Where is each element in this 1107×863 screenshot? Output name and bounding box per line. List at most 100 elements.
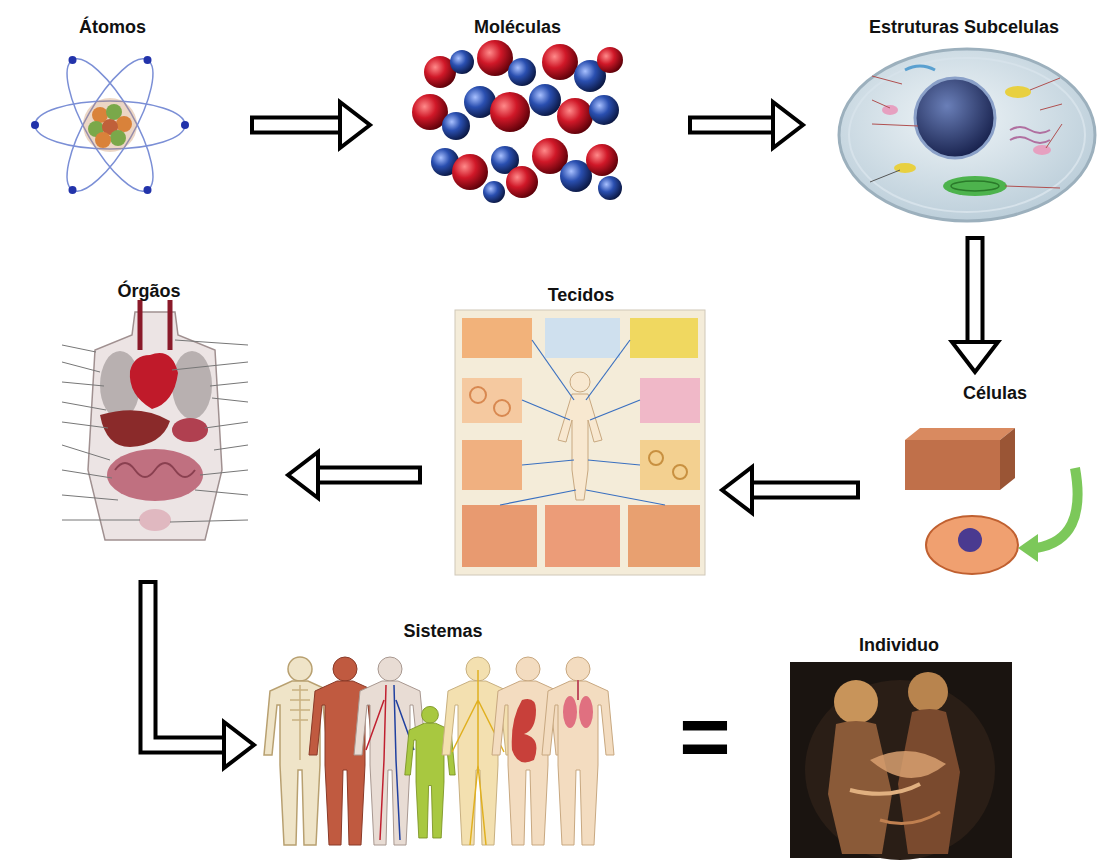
molecules-illustration-part (586, 144, 618, 176)
organs-illustration-part-part (62, 345, 96, 352)
atom-illustration-part (69, 56, 77, 64)
atom-illustration-part (52, 48, 169, 202)
tissues-illustration-part (462, 318, 532, 358)
systems-illustration (264, 657, 614, 845)
organs-illustration-part-part (195, 490, 248, 495)
cell-structure-illustration-part (839, 49, 1095, 221)
molecules-illustration-part (477, 40, 513, 76)
arrow-fill (316, 470, 418, 481)
molecules-illustration-part (598, 176, 622, 200)
organs-illustration-part-part (172, 362, 248, 370)
cell-structure-illustration-part (1030, 78, 1060, 90)
molecules-illustration-part (450, 50, 474, 74)
individual-illustration-part (870, 751, 946, 778)
organs-illustration-part-part (62, 445, 110, 460)
block-arrow (250, 102, 370, 148)
cell-illustration-part (905, 440, 1000, 490)
cell-illustration-part (926, 516, 1018, 574)
arrow-outline (316, 466, 422, 485)
level-heading: Sistemas (262, 620, 624, 642)
organs-illustration-part (130, 353, 178, 409)
organs-illustration-part-part (200, 470, 248, 475)
arrow-outline (148, 580, 226, 745)
arrow-fill (148, 584, 226, 745)
picture-node: Órgãos (18, 280, 280, 555)
tissues-illustration-part (649, 451, 663, 465)
arrow-head (340, 102, 370, 148)
tissues-illustration-part (586, 340, 630, 400)
tissues-illustration-part (462, 378, 522, 423)
organs-illustration-part-part (62, 422, 108, 428)
atom-illustration-part (69, 186, 77, 194)
molecules-illustration-part (490, 92, 530, 132)
atom-illustration (31, 48, 189, 202)
block-arrow (722, 467, 860, 513)
atom-illustration-part (144, 56, 152, 64)
systems-illustration-part-part (366, 685, 386, 840)
tissues-illustration-part (462, 505, 537, 567)
organs-illustration-part (139, 509, 171, 531)
picture-node: Átomos (30, 16, 195, 206)
atom-illustration-part (110, 130, 126, 146)
atom-illustration-part (116, 116, 132, 132)
organs-illustration-part-part (62, 362, 100, 372)
atom-illustration-part (144, 186, 152, 194)
organs-illustration-part (115, 463, 195, 477)
organs-illustration-part-part (62, 495, 118, 500)
systems-illustration-part (452, 670, 504, 845)
individual-illustration-part (908, 672, 948, 712)
organs-illustration-part (172, 351, 212, 419)
level-heading: Moléculas (405, 16, 630, 38)
arrow-head (224, 722, 254, 768)
systems-illustration-part (442, 657, 514, 845)
cell-structure-illustration-part (915, 78, 995, 158)
tissues-illustration-part (522, 460, 574, 465)
molecules-illustration-part (589, 95, 619, 125)
organs-illustration-part (168, 300, 173, 350)
systems-illustration-part (542, 657, 614, 845)
cell-structure-illustration-part (870, 170, 900, 182)
cell-illustration-part (1018, 534, 1038, 562)
molecules-illustration (412, 40, 623, 203)
tissues-illustration-part (628, 505, 700, 567)
block-arrow (288, 452, 422, 498)
tissues-illustration (455, 310, 705, 575)
cell-structure-illustration-part (905, 66, 935, 70)
cell-structure-illustration-part (849, 58, 1085, 212)
systems-illustration-part (492, 657, 564, 845)
systems-illustration-part (290, 685, 310, 760)
organs-illustration-part-part (170, 520, 248, 522)
tissues-illustration-part (470, 387, 486, 403)
organs-illustration-part (107, 449, 203, 501)
atom-illustration-part (181, 121, 189, 129)
atom-illustration-part (31, 121, 39, 129)
tissues-illustration-part (455, 310, 705, 575)
molecules-illustration-part (542, 44, 578, 80)
molecules-illustration-part (529, 84, 561, 116)
organs-illustration-part-part (62, 402, 106, 410)
block-arrow (148, 580, 254, 768)
picture-node: Sistemas (262, 620, 624, 860)
picture-node: Estruturas Subcelulas (828, 16, 1100, 226)
molecules-illustration-part (442, 112, 470, 140)
tissues-illustration-part (588, 460, 640, 465)
arrow-fill (750, 485, 856, 496)
individual-illustration-part (880, 812, 940, 824)
cell-structure-illustration-part (872, 100, 890, 108)
picture-node: Moléculas (405, 16, 630, 206)
cell-structure-illustration-part (882, 105, 898, 115)
molecules-illustration-part (506, 166, 538, 198)
level-heading: Células (900, 382, 1090, 404)
organs-illustration-part-part (175, 340, 248, 345)
organs-illustration-part-part (214, 445, 248, 450)
atom-illustration-part (83, 98, 137, 152)
atom-illustration-part (52, 48, 169, 202)
arrow-head (722, 467, 752, 513)
individual-illustration-part (898, 709, 960, 854)
cell-structure-illustration-part (1005, 186, 1060, 188)
level-heading: Individuo (785, 634, 1013, 656)
cell-structure-illustration-part (1005, 86, 1031, 98)
organs-illustration-part-part (210, 382, 248, 386)
